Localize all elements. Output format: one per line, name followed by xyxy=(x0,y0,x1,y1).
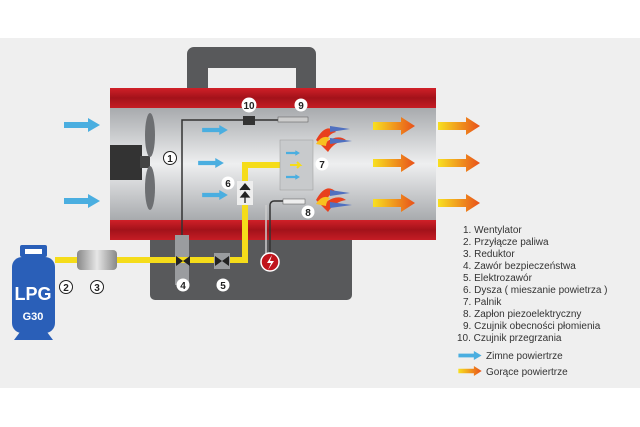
legend-item: 8. Zapłon piezoelektryczny xyxy=(463,309,581,320)
mixture-arrow xyxy=(290,161,303,169)
svg-text:9: 9 xyxy=(298,101,304,112)
legend-hot-air: Gorące powiertrze xyxy=(486,367,568,378)
svg-text:10: 10 xyxy=(243,101,255,112)
callout-1: 1 xyxy=(163,151,177,165)
svg-text:3: 3 xyxy=(94,283,100,294)
ignitor-wire xyxy=(269,200,284,255)
lpg-cylinder: LPG G30 xyxy=(12,245,55,340)
svg-text:5: 5 xyxy=(220,281,226,292)
legend-item: 6. Dysza ( mieszanie powietrza ) xyxy=(463,285,608,296)
svg-text:7: 7 xyxy=(319,160,325,171)
flame-sensor xyxy=(277,116,309,123)
legend-item: 10. Czujnik przegrzania xyxy=(457,333,562,344)
overheat-sensor xyxy=(243,116,255,125)
callout-5: 5 xyxy=(216,278,230,292)
housing-bottom-band xyxy=(110,220,436,240)
callout-7: 7 xyxy=(315,157,329,171)
svg-text:1: 1 xyxy=(167,154,173,165)
cylinder-sublabel: G30 xyxy=(23,311,44,323)
callout-2: 2 xyxy=(59,280,73,294)
callout-10: 10 xyxy=(241,97,257,113)
callouts: 1 2 3 4 5 6 7 8 9 10 xyxy=(59,97,329,294)
callout-9: 9 xyxy=(294,98,308,112)
gas-pipe xyxy=(55,162,282,263)
fan-motor xyxy=(110,145,142,180)
fan-blade xyxy=(145,113,155,157)
svg-text:6: 6 xyxy=(225,179,231,190)
housing-top-band xyxy=(110,88,436,108)
svg-text:8: 8 xyxy=(305,208,311,219)
lightning-icon xyxy=(267,255,274,270)
safety-valve-icon xyxy=(176,256,190,266)
callout-6: 6 xyxy=(221,176,235,190)
handle xyxy=(187,47,316,92)
callout-8: 8 xyxy=(301,205,315,219)
legend-item: 9. Czujnik obecności płomienia xyxy=(463,321,601,332)
legend-item: 5. Elektrozawór xyxy=(463,273,533,284)
fan-blade xyxy=(145,166,155,210)
flame-icon xyxy=(316,188,352,212)
svg-text:2: 2 xyxy=(63,283,69,294)
solenoid-valve-icon xyxy=(215,256,229,266)
svg-text:4: 4 xyxy=(180,281,186,292)
legend: 1. Wentylator 2. Przyłącze paliwa 3. Red… xyxy=(457,225,608,378)
nozzle-icon xyxy=(239,182,251,203)
cylinder-label: LPG xyxy=(14,284,51,304)
legend-item: 4. Zawór bezpieczeństwa xyxy=(463,261,576,272)
regulator xyxy=(77,250,117,270)
legend-item: 7. Palnik xyxy=(463,297,502,308)
sensor-wire xyxy=(181,119,300,262)
legend-cold-air: Zimne powiertrze xyxy=(486,351,563,362)
ignitor-electrode xyxy=(282,198,306,205)
callout-4: 4 xyxy=(176,278,190,292)
flame-icon xyxy=(316,126,352,152)
callout-3: 3 xyxy=(90,280,104,294)
fan-hub xyxy=(140,156,150,168)
control-box xyxy=(150,230,352,300)
legend-item: 2. Przyłącze paliwa xyxy=(463,237,549,248)
legend-item: 1. Wentylator xyxy=(463,225,522,236)
legend-item: 3. Reduktor xyxy=(463,249,515,260)
